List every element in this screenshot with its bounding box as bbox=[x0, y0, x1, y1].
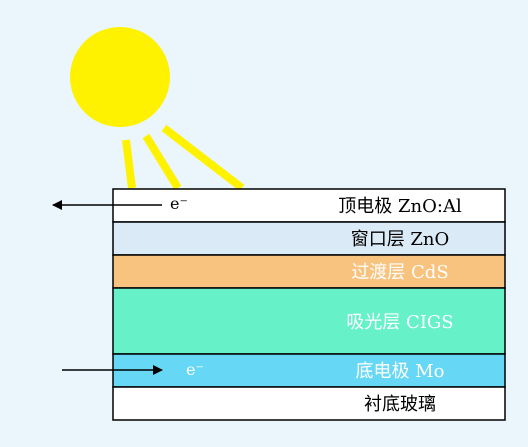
layer-rect bbox=[112, 254, 506, 289]
layer-label-absorber: 吸光层 CIGS bbox=[346, 312, 453, 333]
layer-label-buffer: 过渡层 CdS bbox=[351, 262, 448, 283]
sun-rays bbox=[122, 124, 245, 192]
sun-ray bbox=[142, 133, 182, 191]
layer-absorber: 吸光层 CIGS bbox=[112, 287, 506, 355]
layer-window: 窗口层 ZnO bbox=[112, 221, 506, 256]
sun-ray bbox=[161, 124, 245, 192]
electron-out: e⁻ bbox=[52, 194, 188, 213]
sun-icon bbox=[70, 27, 170, 127]
layer-label-top-electrode: 顶电极 ZnO:Al bbox=[338, 196, 462, 217]
electron-in: e⁻ bbox=[62, 360, 204, 379]
layer-substrate: 衬底玻璃 bbox=[112, 386, 506, 421]
layer-label-substrate: 衬底玻璃 bbox=[364, 394, 436, 415]
layer-rect bbox=[112, 287, 506, 355]
layer-rect bbox=[112, 386, 506, 421]
sun-ray bbox=[122, 139, 136, 189]
layer-buffer: 过渡层 CdS bbox=[112, 254, 506, 289]
layer-back-electrode: 底电极 Mo bbox=[112, 353, 506, 388]
electron-in-label: e⁻ bbox=[186, 360, 204, 379]
electron-out-label: e⁻ bbox=[170, 194, 188, 213]
layer-label-back-electrode: 底电极 Mo bbox=[356, 361, 445, 382]
layer-rect bbox=[112, 353, 506, 388]
layer-label-window: 窗口层 ZnO bbox=[351, 229, 450, 250]
